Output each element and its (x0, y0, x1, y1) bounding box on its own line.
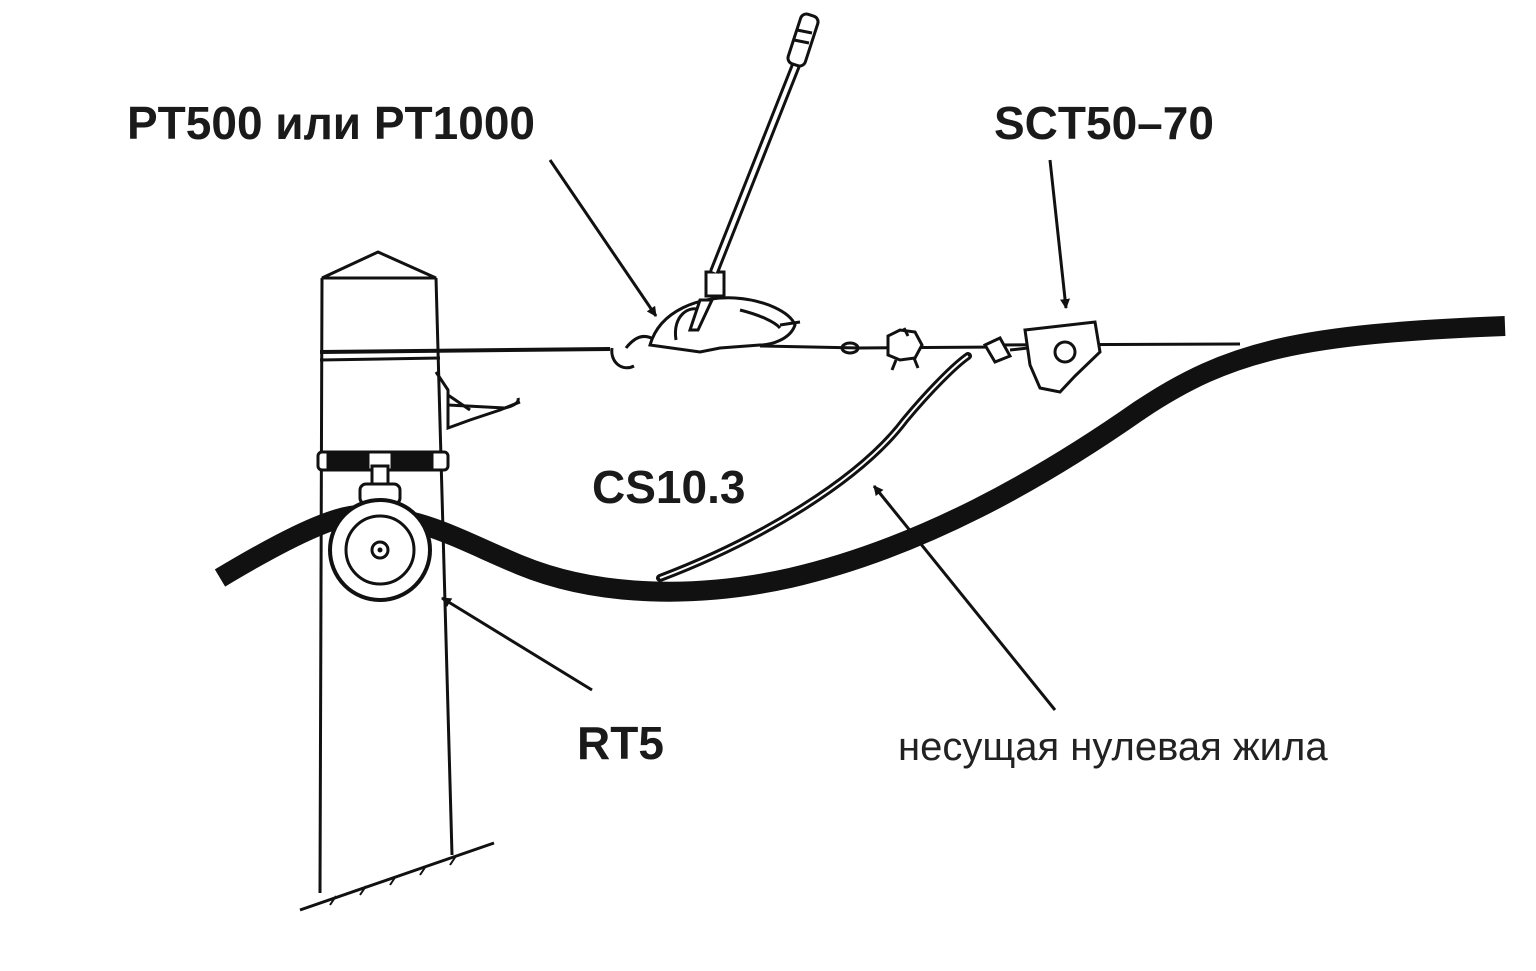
tensioner-device (982, 320, 1102, 394)
arrow-tensioner (1048, 159, 1071, 309)
arrow-neutral (872, 485, 1057, 711)
label-tensioner: SCT50–70 (994, 97, 1214, 149)
arrow-pulley (441, 596, 593, 692)
label-pulley: RT5 (577, 717, 664, 769)
label-neutral-core: несущая нулевая жила (898, 725, 1328, 769)
pole-bracket (434, 371, 521, 431)
puller-device (610, 12, 820, 370)
support-wire (319, 347, 611, 362)
label-puller: PT500 или PT1000 (127, 97, 535, 149)
neutral-core-cable-inner (659, 355, 969, 579)
pole-band (316, 450, 450, 506)
label-clamp: CS10.3 (592, 461, 746, 513)
swivel-connector (886, 327, 924, 371)
arrow-puller (548, 159, 658, 317)
pulley-rt5 (328, 498, 432, 602)
leader-arrows (441, 159, 1071, 711)
